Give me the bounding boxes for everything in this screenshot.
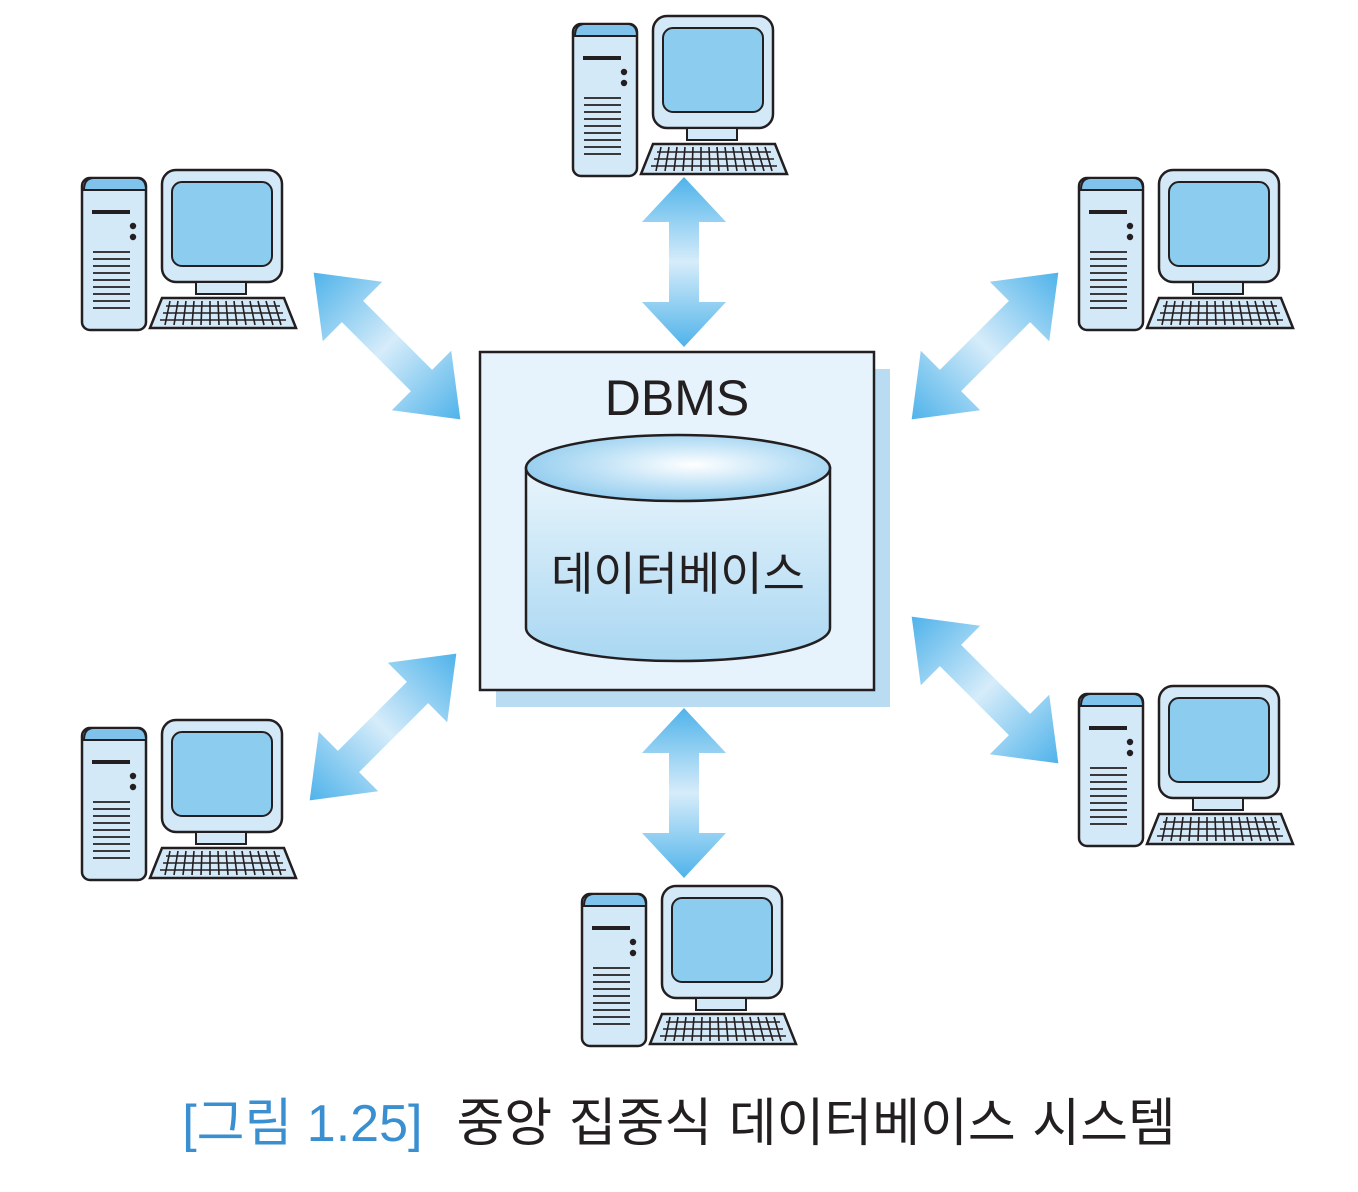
diagram-canvas: DBMS 데이터베이스 (80, 14, 1295, 1048)
double-arrow-icon (881, 586, 1089, 794)
figure-title: 중앙 집중식 데이터베이스 시스템 (456, 1094, 1176, 1154)
desktop-computer-icon (571, 14, 789, 178)
desktop-computer-icon (80, 718, 298, 882)
double-arrow-icon (283, 242, 491, 450)
desktop-computer-icon (1077, 684, 1295, 848)
figure-number: [그림 1.25] (182, 1095, 423, 1153)
database-cylinder-icon (524, 433, 832, 663)
double-arrow-icon (642, 708, 726, 878)
desktop-computer-icon (1077, 168, 1295, 332)
dbms-server: DBMS 데이터베이스 (478, 350, 890, 707)
desktop-computer-icon (580, 884, 798, 1048)
database-label: 데이터베이스 (551, 547, 805, 601)
figure-caption: [그림 1.25] 중앙 집중식 데이터베이스 시스템 (0, 1088, 1358, 1160)
desktop-computer-icon (80, 168, 298, 332)
dbms-label: DBMS (605, 370, 749, 426)
double-arrow-icon (881, 242, 1089, 450)
double-arrow-icon (642, 177, 726, 347)
double-arrow-icon (279, 623, 487, 831)
